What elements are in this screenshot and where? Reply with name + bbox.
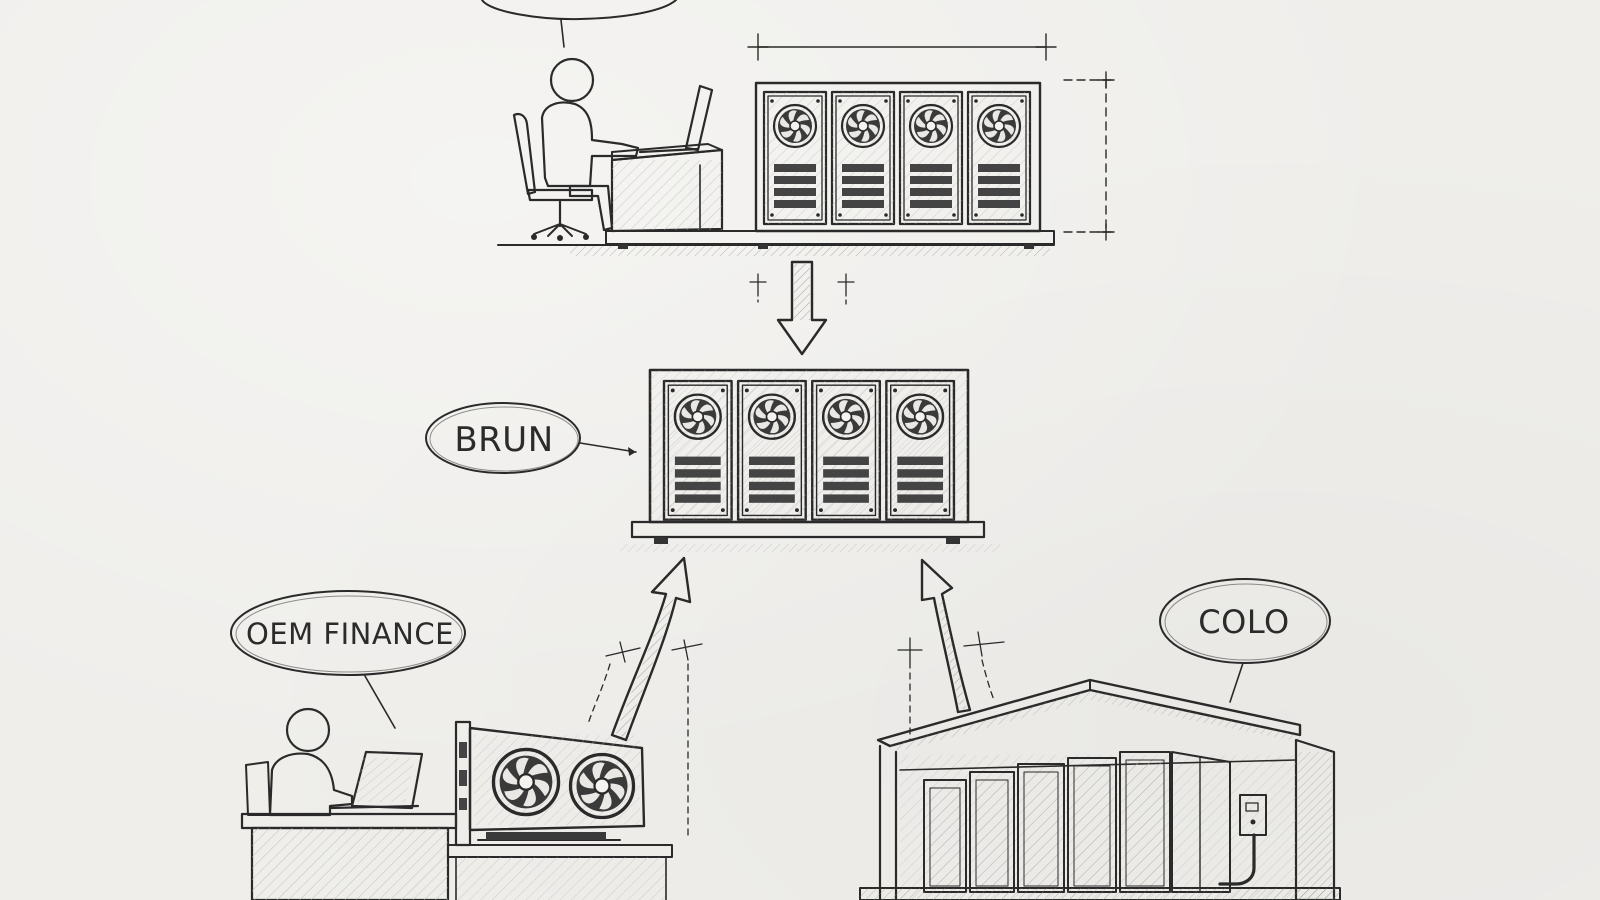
bottom-laptop-icon [328, 750, 424, 810]
oem-finance-label-bubble: OEM FINANCE [230, 590, 466, 729]
top-desk [610, 143, 724, 233]
server-rack-icon [1017, 763, 1065, 893]
arrow-up-left-icon [587, 556, 703, 841]
arrow-down-icon [749, 260, 855, 356]
top-laptop-icon [638, 84, 714, 154]
colo-label: COLO [1198, 603, 1289, 641]
brun-gpu-server [620, 368, 1000, 552]
server-rack-icon [1119, 751, 1171, 893]
server-rack-icon [923, 779, 967, 893]
brun-label: BRUN [454, 420, 553, 460]
top-dimension-lines [747, 33, 1115, 241]
server-rack-icon [1067, 757, 1117, 893]
colo-scene: COLO [859, 558, 1341, 900]
top-workstation-scene [481, 0, 1115, 256]
colo-label-bubble: COLO [1159, 578, 1331, 703]
oem-finance-scene: OEM FINANCE [230, 556, 703, 900]
server-rack-icon [969, 771, 1015, 893]
top-gpu-server-icon [754, 81, 1042, 233]
arrow-up-right-icon [897, 558, 1005, 741]
oem-finance-label: OEM FINANCE [246, 617, 454, 651]
top-speech-bubble [481, 0, 677, 21]
top-floor-platform [605, 230, 1055, 245]
bottom-person-icon [245, 707, 354, 817]
bottom-desk [240, 812, 673, 900]
electrical-panel-icon [1218, 794, 1267, 886]
server-rack-row [923, 751, 1231, 893]
office-chair-icon [512, 112, 594, 241]
brun-label-bubble: BRUN [425, 402, 637, 474]
graphics-card-icon [454, 720, 646, 847]
